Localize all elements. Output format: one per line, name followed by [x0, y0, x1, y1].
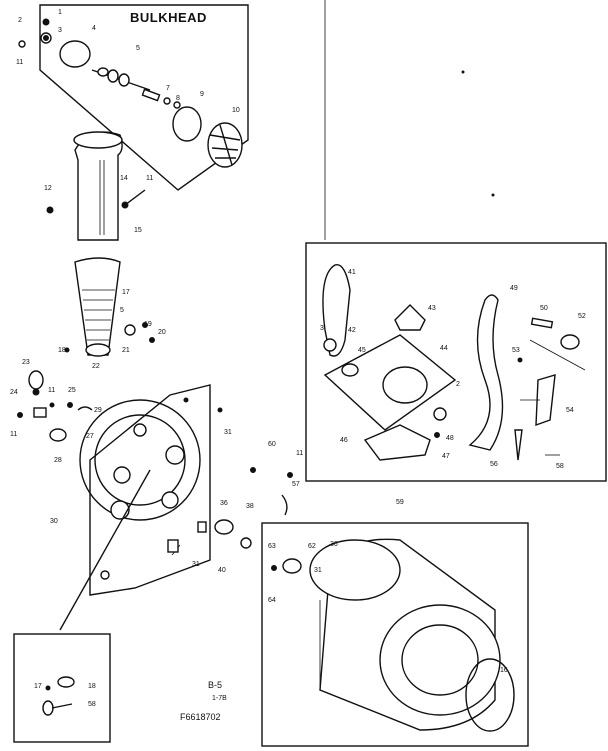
drawing-number: F6618702	[180, 712, 221, 722]
part-label: 64	[268, 597, 276, 604]
screws-duct	[46, 189, 146, 214]
part-label: 14	[120, 175, 128, 182]
part-label: 46	[340, 437, 348, 444]
part-label: 36	[220, 500, 228, 507]
part-label: 47	[442, 453, 450, 460]
part-label: 11	[10, 431, 17, 438]
part-label: 3	[320, 325, 324, 332]
part-label: 38	[246, 503, 254, 510]
part-label: 10	[232, 107, 240, 114]
part-label: 1	[58, 9, 62, 16]
lint-filter	[74, 257, 121, 357]
part-label: 19	[144, 321, 152, 328]
speck-dot	[491, 193, 495, 197]
part-label: 25	[68, 387, 76, 394]
front-panel	[59, 384, 211, 631]
part-label: 62	[308, 543, 316, 550]
part-label: 58	[88, 701, 96, 708]
motor-group-parts	[322, 264, 586, 461]
part-label: 5	[120, 307, 124, 314]
part-label: 20	[158, 329, 166, 336]
part-label: 17	[122, 289, 130, 296]
part-label: 48	[446, 435, 454, 442]
part-label: 15	[134, 227, 142, 234]
part-label: 40	[218, 567, 226, 574]
part-label: 31	[192, 561, 200, 568]
part-label: 2	[18, 17, 22, 24]
bulkhead-title: BULKHEAD	[130, 10, 207, 25]
part-label: 4	[92, 25, 96, 32]
bearing-parts	[167, 407, 293, 553]
part-label: 59	[396, 499, 404, 506]
part-label: 49	[510, 285, 518, 292]
part-label: 16	[500, 667, 508, 674]
part-label: 31	[314, 567, 322, 574]
part-label: 24	[10, 389, 18, 396]
part-label: 54	[566, 407, 574, 414]
part-label: 31	[224, 429, 232, 436]
bulkhead-parts	[18, 18, 243, 168]
part-label: 57	[292, 481, 300, 488]
exhaust-duct	[73, 131, 123, 241]
bulkhead-frame	[39, 4, 249, 191]
part-label: 9	[200, 91, 204, 98]
part-label: 8	[176, 95, 180, 102]
part-label: 60	[268, 441, 276, 448]
part-label: 30	[50, 518, 58, 525]
part-label: 23	[22, 359, 30, 366]
part-label: 21	[122, 347, 130, 354]
part-label: 56	[490, 461, 498, 468]
part-label: 5	[136, 45, 140, 52]
small-code: 1-7B	[212, 695, 227, 702]
part-label: 52	[578, 313, 586, 320]
part-label: 11	[146, 175, 153, 182]
part-label: 12	[44, 185, 52, 192]
part-label: 63	[268, 543, 276, 550]
part-label: 2	[456, 381, 460, 388]
part-label: 27	[86, 433, 94, 440]
part-label: 41	[348, 269, 356, 276]
part-label: 42	[348, 327, 356, 334]
part-label: 22	[92, 363, 100, 370]
switch-parts	[17, 402, 93, 442]
drum	[271, 538, 515, 732]
part-label: 50	[540, 305, 548, 312]
light-bulb	[28, 370, 44, 396]
part-label: 44	[440, 345, 448, 352]
part-label: 18	[58, 347, 66, 354]
part-label: 3	[58, 27, 62, 34]
filter-hardware	[64, 322, 155, 353]
part-label: 36	[330, 541, 338, 548]
part-label: 11	[296, 450, 303, 457]
inset-box	[13, 633, 111, 743]
part-label: 45	[358, 347, 366, 354]
part-label: 7	[166, 85, 170, 92]
part-label: 11	[48, 387, 55, 394]
part-label: 53	[512, 347, 520, 354]
motor-group-box	[305, 242, 607, 482]
speck-dot	[461, 70, 465, 74]
part-label: 58	[556, 463, 564, 470]
part-label: 29	[94, 407, 102, 414]
drum-box	[261, 522, 529, 747]
part-label: 17	[34, 683, 42, 690]
part-label: 28	[54, 457, 62, 464]
part-label: 18	[88, 683, 96, 690]
part-label: 43	[428, 305, 436, 312]
part-label: 11	[16, 59, 23, 66]
page-number: B-5	[208, 680, 222, 690]
